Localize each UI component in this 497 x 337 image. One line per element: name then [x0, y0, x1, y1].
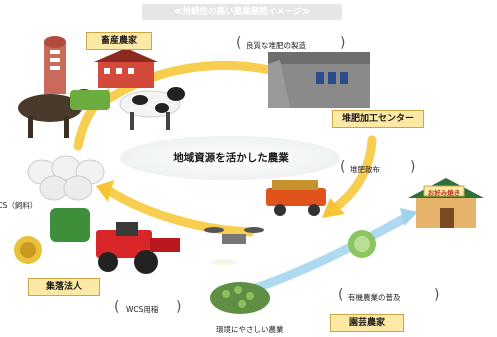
note-wcs-rice-text: WCS用稲 — [126, 305, 159, 314]
label-wcs-feed: WCS（飼料） — [0, 201, 38, 210]
note-organic-farming: ( 有機農業の普及 ) — [338, 287, 440, 303]
arrow-bottom — [103, 185, 255, 237]
note-compost-spreading: ( 堆肥散布 ) — [340, 159, 416, 175]
tag-compost-center: 堆肥加工センター — [332, 110, 424, 128]
cows-illustration — [18, 87, 185, 138]
cabbage-field-illustration — [210, 282, 270, 314]
arrow-blue-head — [400, 208, 418, 226]
title-banner: ≪持続性の高い農業展開イメージ≫ — [142, 4, 342, 20]
tag-livestock-farmer: 畜産農家 — [86, 32, 152, 50]
arrow-blue — [245, 213, 410, 295]
shop-sign-text: お好み焼き — [427, 189, 461, 197]
shop-illustration — [408, 178, 484, 228]
note-compost-production-text: 良質な堆肥の製造 — [246, 41, 306, 50]
arrow-right-head — [322, 198, 345, 218]
arrow-right — [330, 135, 377, 213]
livestock-barn-illustration — [44, 36, 158, 94]
tag-horticulture-farmer: 園芸農家 — [330, 314, 404, 332]
drone-illustration — [204, 227, 264, 265]
arrow-bottom-head — [96, 180, 114, 202]
note-organic-farming-text: 有機農業の普及 — [348, 293, 401, 302]
compost-facility-illustration — [268, 52, 370, 108]
label-eco-farming: 環境にやさしい農業 — [216, 325, 284, 334]
title-banner-text: ≪持続性の高い農業展開イメージ≫ — [173, 7, 311, 17]
note-compost-spreading-text: 堆肥散布 — [350, 165, 380, 174]
note-compost-production: ( 良質な堆肥の製造 ) — [236, 35, 346, 51]
spreader-illustration — [266, 180, 326, 216]
cabbage-illustration — [348, 230, 376, 258]
tag-community-farm: 集落法人 — [28, 278, 100, 296]
center-glow — [120, 136, 340, 180]
wcs-bales-illustration — [27, 155, 105, 201]
note-wcs-rice: ( WCS用稲 ) — [114, 299, 182, 315]
center-label: 地域資源を活かした農業 — [173, 152, 289, 164]
tractor-illustration — [14, 208, 180, 274]
